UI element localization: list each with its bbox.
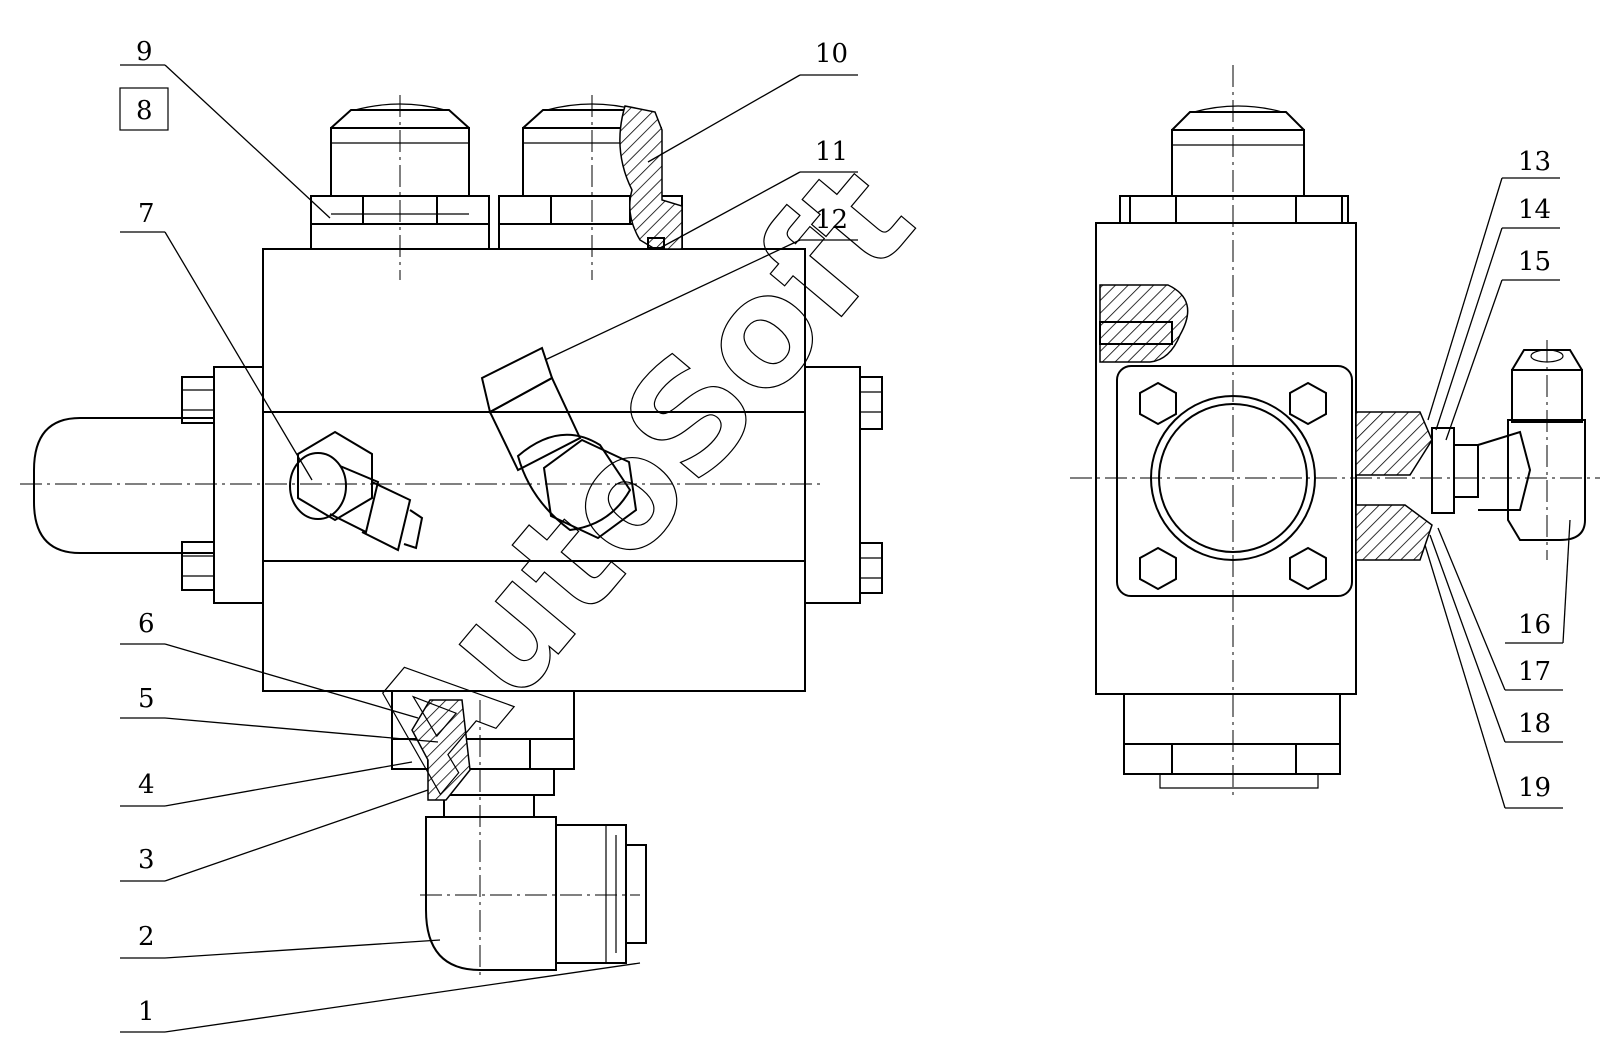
callout-7: 7: [138, 199, 155, 229]
callout-9: 9: [136, 37, 153, 67]
right-flange: [804, 366, 861, 604]
callout-6: 6: [138, 609, 155, 639]
callout-17: 17: [1518, 657, 1551, 687]
callout-3: 3: [138, 845, 155, 875]
callout-10: 10: [815, 39, 848, 69]
callout-16: 16: [1518, 610, 1551, 640]
top-cap-right: [498, 103, 683, 250]
callout-11: 11: [815, 137, 848, 167]
callout-15: 15: [1518, 247, 1551, 277]
callout-12: 12: [815, 205, 848, 235]
callout-13: 13: [1518, 147, 1551, 177]
side-view: [1070, 65, 1600, 800]
callout-8-box: [119, 87, 169, 131]
side-flange: [1116, 365, 1353, 597]
callout-14: 14: [1518, 195, 1551, 225]
callout-5: 5: [138, 684, 155, 714]
motor: [33, 417, 215, 554]
bottom-assembly: [391, 690, 647, 971]
callouts: 9 8 7 6 5 4 3 2 1 10 11 12: [119, 37, 1571, 1033]
callout-19: 19: [1518, 773, 1551, 803]
left-flange: [213, 366, 264, 604]
fitting-12: [480, 346, 638, 540]
fitting-7: [289, 430, 424, 552]
callout-2: 2: [138, 922, 155, 952]
callout-4: 4: [138, 770, 155, 800]
front-view: [20, 95, 883, 980]
callout-1: 1: [138, 997, 155, 1027]
callout-18: 18: [1518, 709, 1551, 739]
callout-8: 8: [136, 96, 153, 126]
